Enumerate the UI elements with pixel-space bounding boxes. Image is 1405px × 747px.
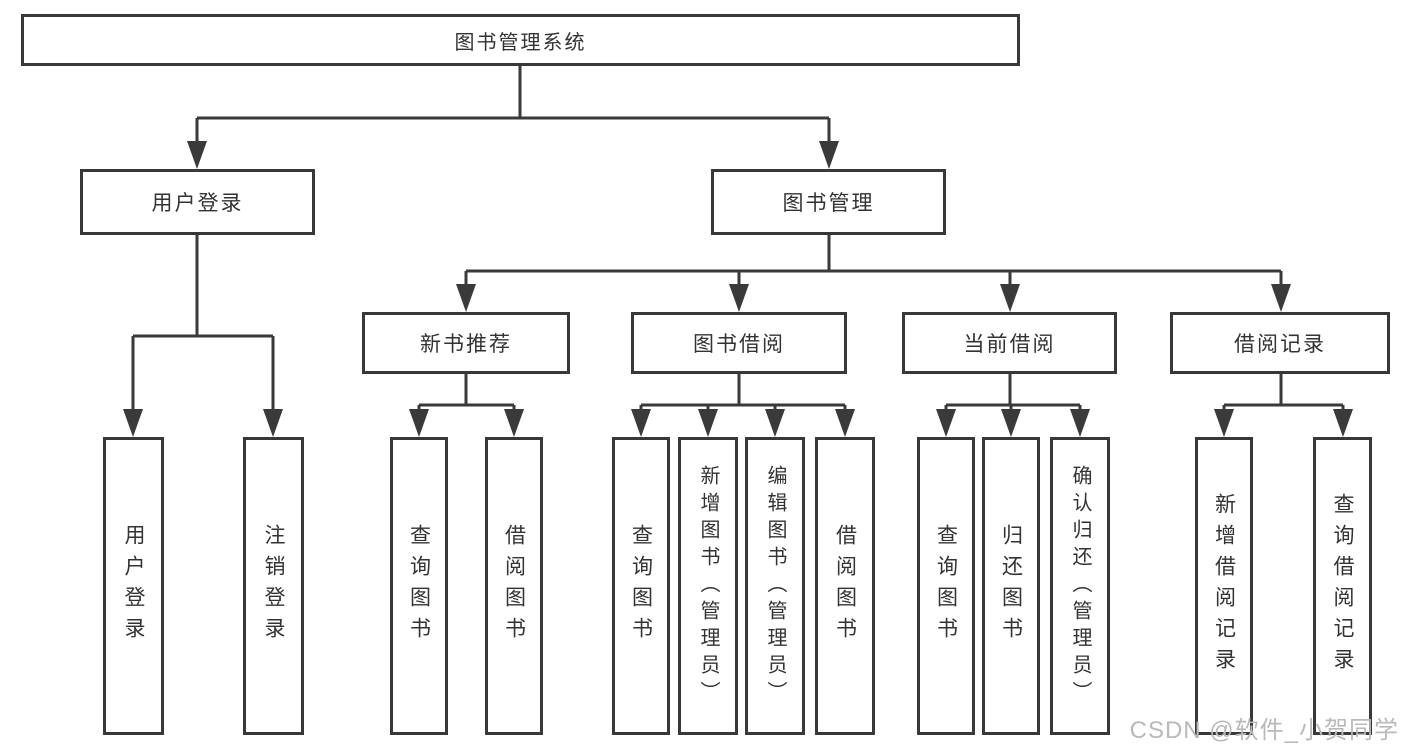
node-label: 借阅记录: [1234, 333, 1326, 356]
node-label: 用户登录: [122, 524, 145, 648]
node-label: 查询图书: [407, 524, 431, 648]
leaf-br-query-record: 查询借阅记录: [1313, 437, 1372, 735]
leaf-br-add-record: 新增借阅记录: [1195, 437, 1253, 735]
node-new-book-recommend: 新书推荐: [362, 312, 570, 374]
node-borrowing-records: 借阅记录: [1170, 312, 1390, 374]
node-current-borrowing: 当前借阅: [902, 312, 1117, 374]
node-label: 归还图书: [999, 524, 1023, 648]
leaf-bb-query-books: 查询图书: [612, 437, 670, 735]
node-label: 当前借阅: [963, 333, 1056, 356]
leaf-bb-borrow-books: 借阅图书: [815, 437, 875, 735]
node-label: 借阅图书: [833, 524, 857, 648]
node-label: 编辑图书（管理员）: [764, 464, 786, 708]
leaf-bb-add-book-admin: 新增图书（管理员）: [678, 437, 738, 735]
leaf-nbr-query-books: 查询图书: [390, 437, 448, 735]
leaf-cb-return-books: 归还图书: [982, 437, 1040, 735]
node-label: 图书借阅: [693, 333, 785, 356]
node-label: 注销登录: [262, 524, 285, 648]
node-user-login: 用户登录: [80, 169, 315, 235]
node-label: 借阅图书: [502, 524, 526, 648]
leaf-cb-query-books: 查询图书: [917, 437, 975, 735]
node-book-management: 图书管理: [711, 169, 946, 235]
leaf-cb-confirm-return-admin: 确认归还（管理员）: [1050, 437, 1110, 735]
leaf-nbr-borrow-books: 借阅图书: [485, 437, 543, 735]
node-label: 新书推荐: [420, 333, 512, 356]
leaf-bb-edit-book-admin: 编辑图书（管理员）: [745, 437, 805, 735]
node-label: 新增图书（管理员）: [697, 464, 719, 708]
watermark: CSDN @软件_小贺同学: [1129, 717, 1399, 744]
node-label: 用户登录: [151, 192, 244, 215]
node-library-management-system: 图书管理系统: [21, 14, 1020, 66]
node-label: 查询图书: [934, 524, 958, 648]
node-label: 查询借阅记录: [1331, 493, 1354, 679]
node-book-borrowing: 图书借阅: [631, 312, 847, 374]
leaf-user-login: 用户登录: [103, 437, 164, 735]
node-label: 查询图书: [629, 524, 653, 648]
leaf-logout: 注销登录: [243, 437, 304, 735]
node-label: 图书管理: [782, 192, 875, 215]
node-label: 确认归还（管理员）: [1069, 464, 1091, 708]
node-label: 新增借阅记录: [1212, 493, 1236, 679]
node-label: 图书管理系统: [454, 31, 587, 54]
